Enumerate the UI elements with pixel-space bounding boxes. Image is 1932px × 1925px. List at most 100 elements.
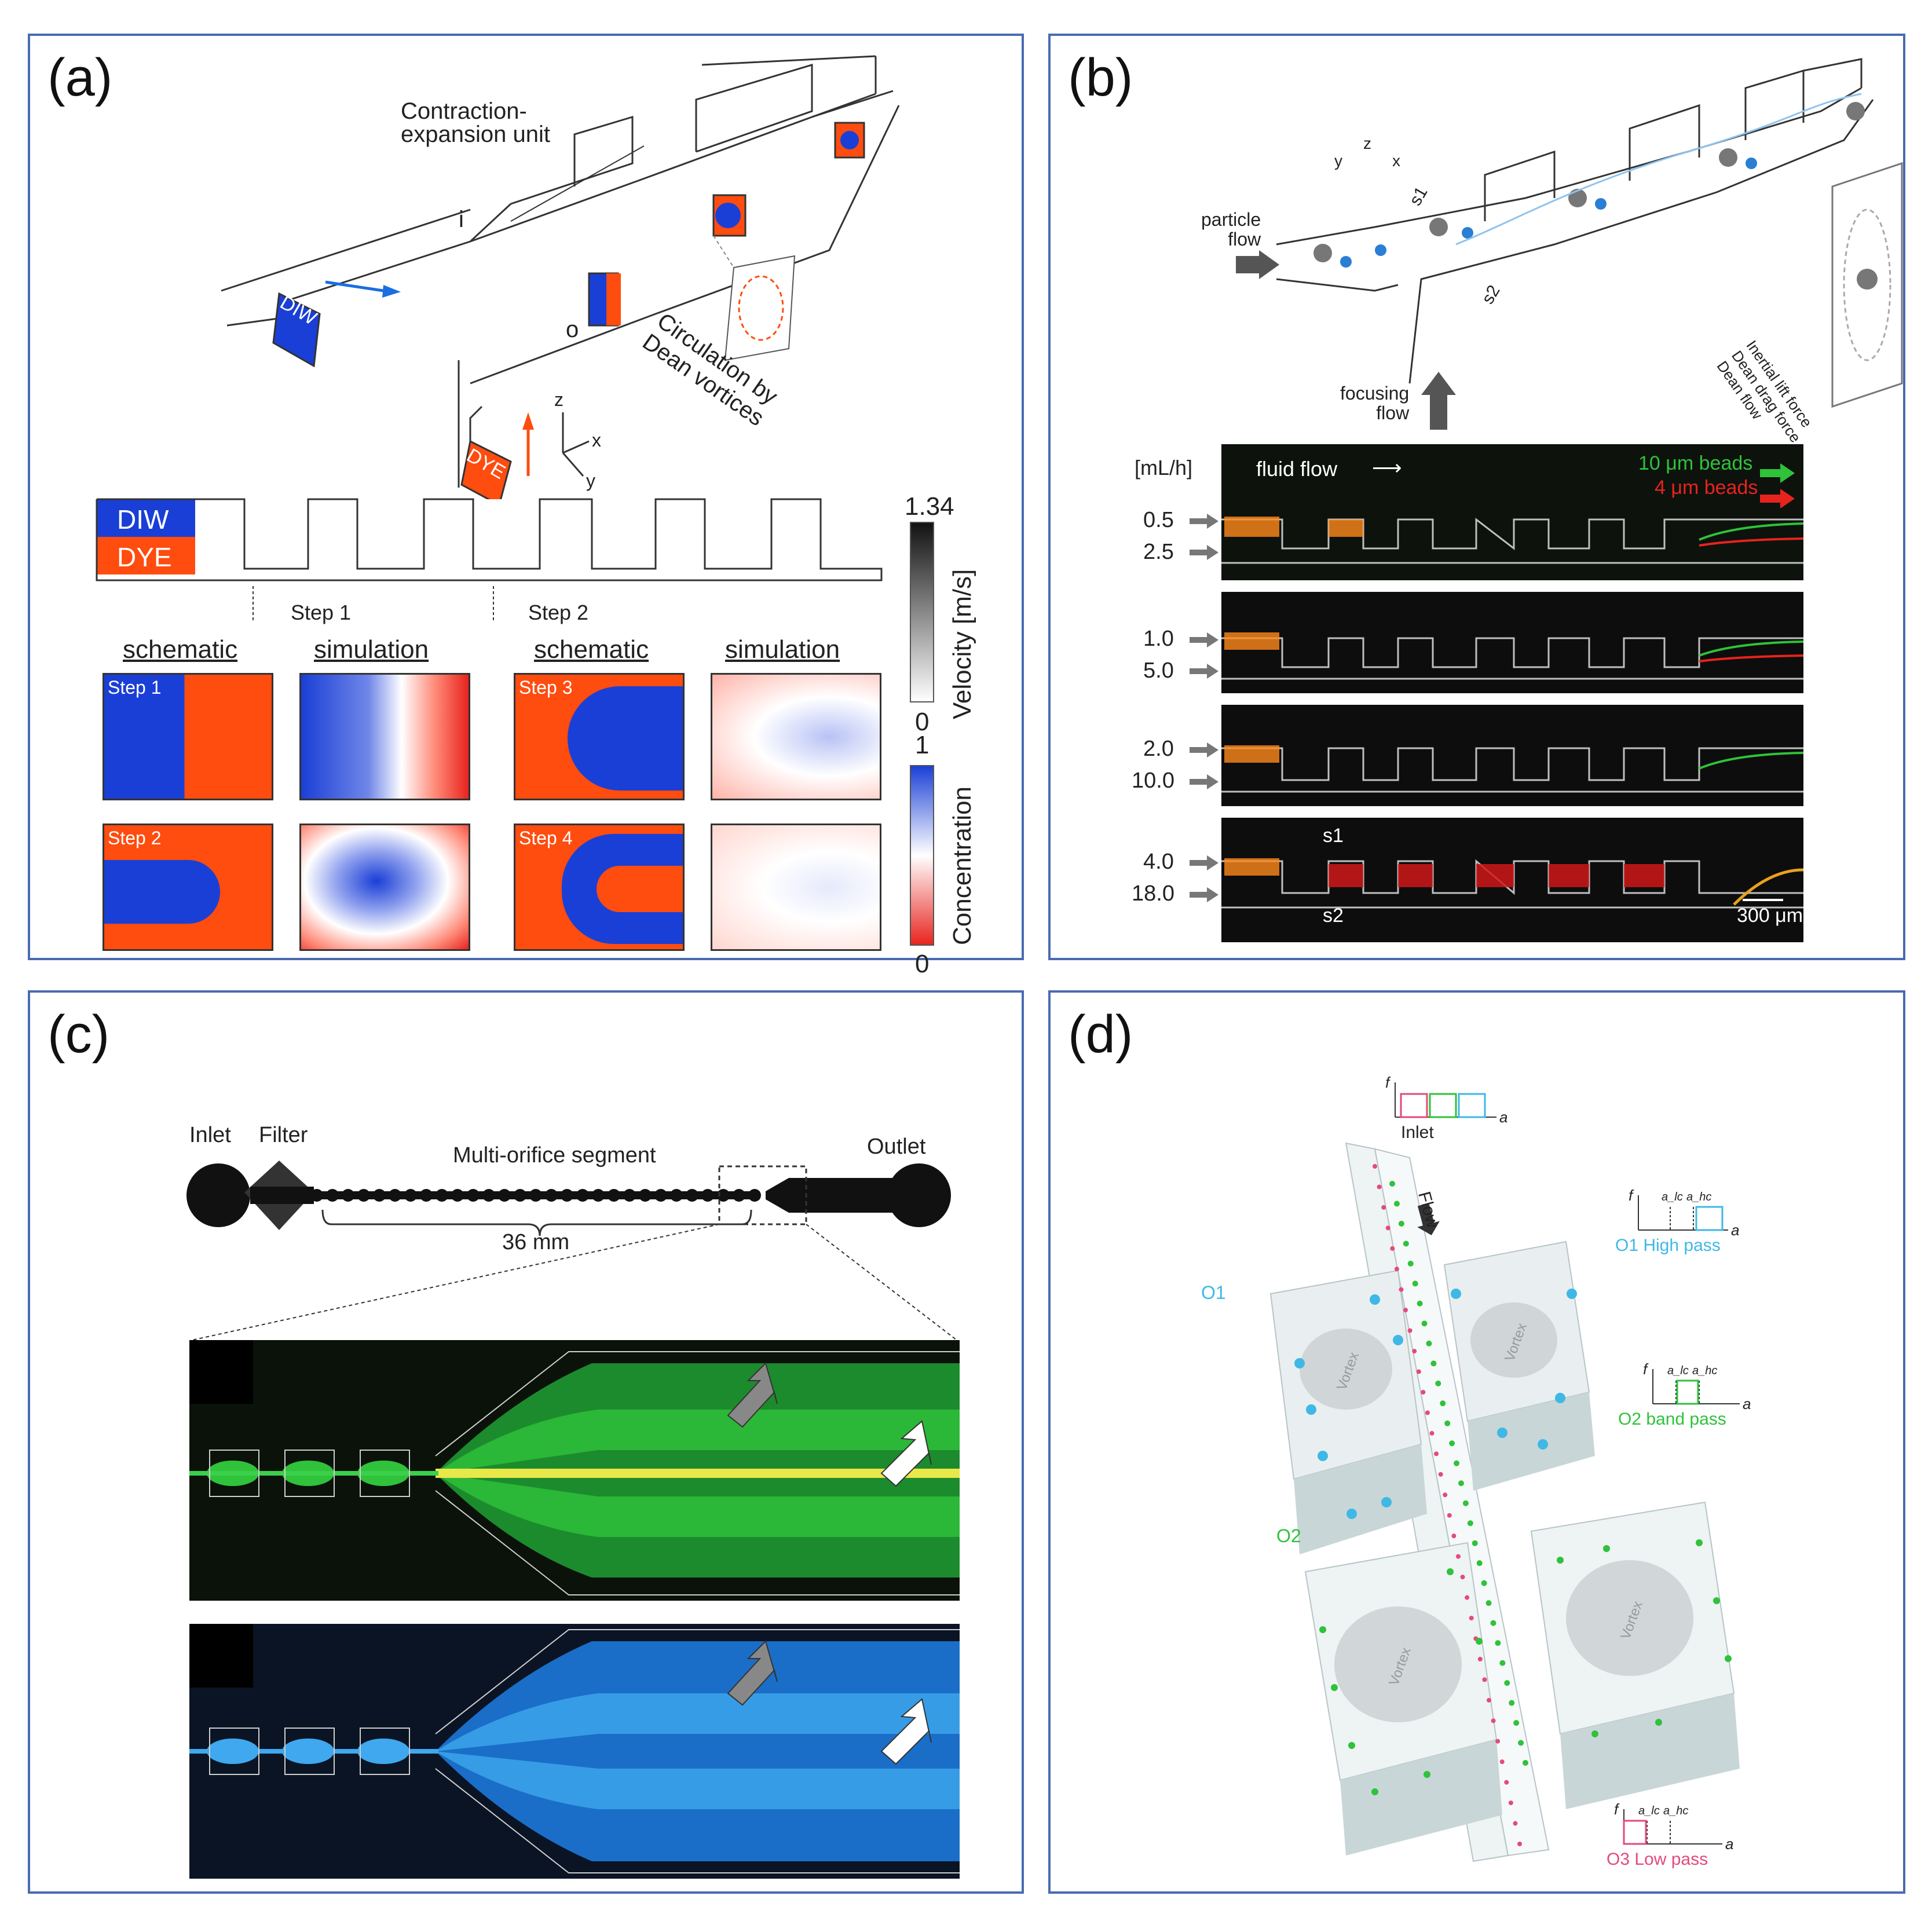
vel-label: Velocity [m/s] bbox=[948, 569, 976, 719]
fluor-row-3 bbox=[1221, 705, 1803, 806]
particle bbox=[1481, 1580, 1487, 1586]
vortex-device bbox=[1269, 1082, 1740, 1862]
schematic-title-2: schematic bbox=[534, 635, 649, 664]
diw-legend bbox=[97, 499, 195, 537]
orifice bbox=[342, 1189, 354, 1202]
particle bbox=[1603, 1545, 1610, 1552]
particle bbox=[1518, 1740, 1524, 1746]
particle bbox=[1412, 1280, 1418, 1287]
diw-legend-label: DIW bbox=[117, 504, 169, 535]
o1-axis-a: a bbox=[1731, 1221, 1740, 1239]
particle bbox=[1393, 1201, 1400, 1207]
particle bbox=[1504, 1680, 1510, 1686]
particle bbox=[1426, 1340, 1432, 1346]
particle bbox=[1416, 1369, 1421, 1374]
particle bbox=[1407, 1328, 1413, 1333]
particle bbox=[1429, 1430, 1435, 1436]
step2-schematic: Step 2 bbox=[103, 824, 273, 951]
step3-schematic: Step 3 bbox=[514, 673, 685, 800]
segment-label: Multi-orifice segment bbox=[453, 1143, 656, 1168]
o3-ahc: a_hc bbox=[1663, 1805, 1689, 1817]
particle bbox=[1435, 1380, 1441, 1386]
orifice bbox=[326, 1189, 339, 1202]
d-o2-label: O2 bbox=[1276, 1525, 1301, 1546]
orifice bbox=[670, 1189, 683, 1202]
o1-axis-f: f bbox=[1629, 1187, 1633, 1204]
particle bbox=[1655, 1719, 1662, 1726]
d-o1-pass: O1 High pass bbox=[1615, 1236, 1721, 1255]
orifice bbox=[545, 1189, 558, 1202]
step4-schematic: Step 4 bbox=[514, 824, 685, 951]
particle bbox=[1472, 1540, 1478, 1546]
particle bbox=[1385, 1225, 1391, 1231]
particle bbox=[1482, 1677, 1487, 1682]
particle bbox=[1509, 1700, 1515, 1706]
particle bbox=[1370, 1294, 1380, 1305]
d-o3-pass: O3 Low pass bbox=[1607, 1850, 1708, 1869]
fluor-row-2 bbox=[1221, 592, 1803, 693]
step2-label: Step 2 bbox=[528, 601, 589, 624]
rate-top-2: 1.0 bbox=[1143, 627, 1174, 651]
particle bbox=[1373, 1164, 1377, 1169]
contraction-strip bbox=[96, 498, 934, 946]
panel-a: (a) bbox=[28, 34, 1024, 978]
panel-b-label: (b) bbox=[1068, 48, 1133, 107]
orifice bbox=[373, 1189, 386, 1202]
orifice bbox=[482, 1189, 495, 1202]
particle bbox=[1490, 1620, 1496, 1626]
particle bbox=[1407, 1260, 1414, 1267]
inlet-axis-a: a bbox=[1499, 1108, 1508, 1126]
particle bbox=[1713, 1597, 1720, 1604]
orifice bbox=[608, 1189, 620, 1202]
particle bbox=[1346, 1509, 1357, 1519]
particle bbox=[1398, 1220, 1404, 1227]
step1-schematic: Step 1 bbox=[103, 673, 273, 800]
particle bbox=[1421, 1390, 1426, 1395]
orifice bbox=[623, 1189, 636, 1202]
step2-simulation bbox=[299, 824, 470, 951]
orifice bbox=[467, 1189, 480, 1202]
particle bbox=[1538, 1439, 1548, 1450]
orifice bbox=[733, 1189, 745, 1202]
o2-alc: a_lc bbox=[1667, 1364, 1689, 1377]
particle bbox=[1319, 1626, 1326, 1633]
o2-axis-a: a bbox=[1743, 1395, 1751, 1412]
inlet-i-label: i bbox=[459, 207, 464, 232]
particle bbox=[1462, 1500, 1469, 1506]
particle bbox=[1389, 1181, 1395, 1187]
particle bbox=[1591, 1730, 1598, 1737]
particle bbox=[1394, 1267, 1399, 1272]
panel-d-label: (d) bbox=[1068, 1005, 1133, 1064]
step1-label: Step 1 bbox=[291, 601, 352, 624]
orifice bbox=[592, 1189, 605, 1202]
panel-a-channel-diagram bbox=[221, 55, 900, 499]
o1-ahc: a_hc bbox=[1686, 1191, 1712, 1203]
fluor-row-1: fluid flow ⟶ 10 μm beads 4 μm beads bbox=[1221, 444, 1803, 580]
particle bbox=[1430, 1360, 1437, 1367]
particle bbox=[1377, 1184, 1382, 1190]
b-axis-z: z bbox=[1363, 134, 1371, 152]
fluor-channels bbox=[1190, 463, 1804, 909]
particle bbox=[1348, 1742, 1355, 1749]
d-o1-label: O1 bbox=[1201, 1282, 1226, 1303]
orifice bbox=[639, 1189, 652, 1202]
particle bbox=[1421, 1320, 1428, 1327]
rate-bottom-3: 10.0 bbox=[1132, 768, 1174, 793]
orifice bbox=[404, 1189, 417, 1202]
outlet-label: Outlet bbox=[867, 1134, 926, 1159]
particle bbox=[1318, 1451, 1328, 1461]
rate-bottom-4: 18.0 bbox=[1132, 881, 1174, 906]
orifice bbox=[529, 1189, 542, 1202]
filter-label: Filter bbox=[259, 1123, 308, 1147]
particle bbox=[1371, 1788, 1378, 1795]
step1-simulation bbox=[299, 673, 470, 800]
dye-legend bbox=[97, 537, 195, 574]
rate-bottom-1: 2.5 bbox=[1143, 540, 1174, 564]
particle bbox=[1393, 1335, 1403, 1345]
particle bbox=[1499, 1660, 1506, 1666]
particle bbox=[1458, 1480, 1464, 1487]
particle bbox=[1555, 1393, 1565, 1403]
vel-max: 1.34 bbox=[905, 492, 954, 521]
particle bbox=[1294, 1358, 1305, 1368]
particle bbox=[1331, 1684, 1338, 1691]
